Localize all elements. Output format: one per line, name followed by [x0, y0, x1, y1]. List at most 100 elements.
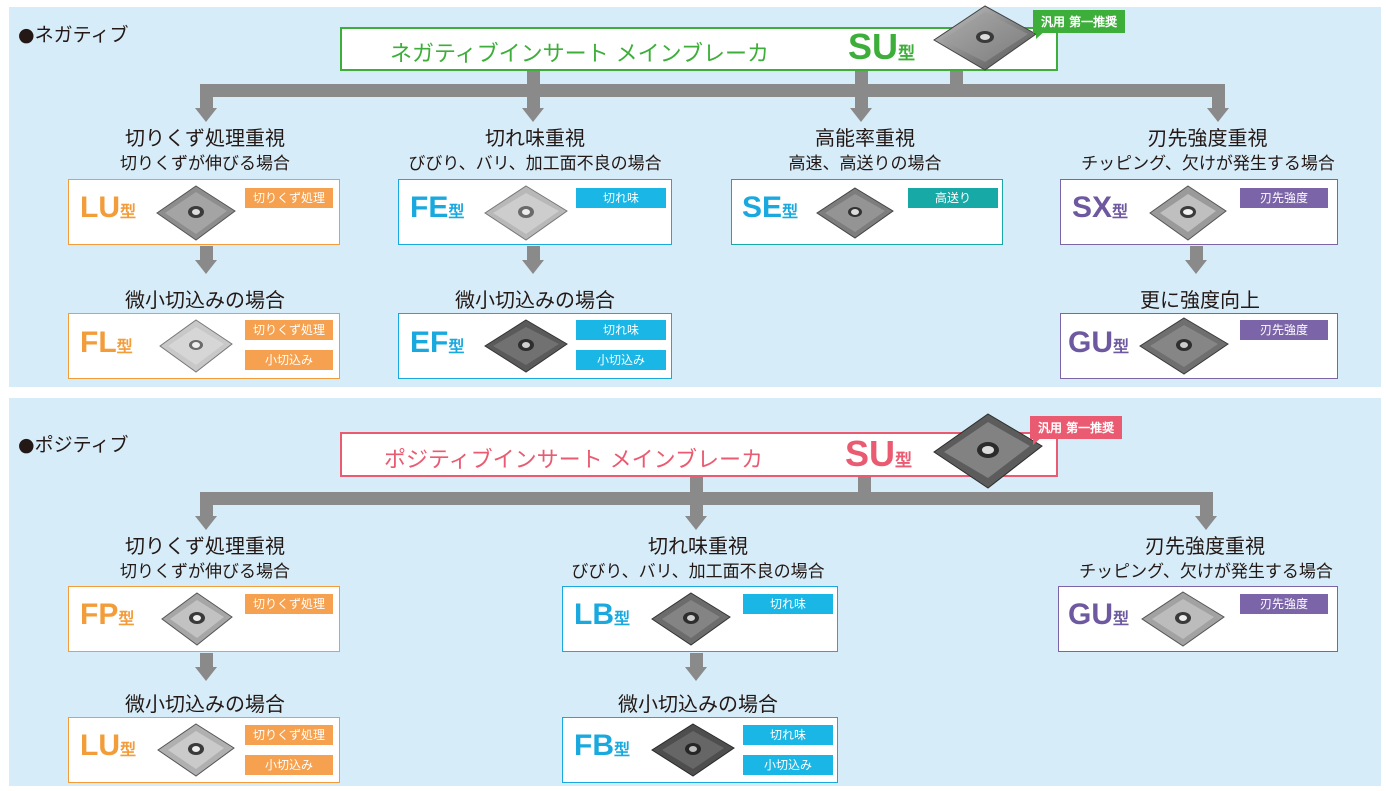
- tag-sharpness: 切れ味: [743, 725, 833, 745]
- col-title: 切れ味重視: [648, 534, 748, 558]
- arrow-down-icon: [685, 516, 707, 530]
- su-positive-insert-image: [933, 413, 1043, 489]
- arrow-down-icon: [1195, 516, 1217, 530]
- sub-title: 更に強度向上: [1140, 288, 1260, 312]
- arrow-down-icon: [1185, 260, 1207, 274]
- arrow-down-icon: [685, 667, 707, 681]
- positive-section-label: ●ポジティブ: [18, 434, 129, 456]
- tag-sharpness: 切れ味: [743, 594, 833, 614]
- se-insert-image: [816, 187, 894, 239]
- connector-drop: [690, 653, 703, 669]
- connector-bar: [200, 492, 1213, 505]
- arrow-down-icon: [195, 667, 217, 681]
- col-subtitle: 切りくずが伸びる場合: [120, 562, 290, 582]
- negative-main-title: ネガティブインサート メインブレーカ: [390, 42, 770, 67]
- arrow-down-icon: [195, 108, 217, 122]
- sub-title: 微小切込みの場合: [455, 288, 615, 312]
- lu-positive-insert-image: [157, 723, 235, 777]
- tag-edge-strength: 刃先強度: [1240, 320, 1328, 340]
- fl-insert-image: [159, 319, 233, 373]
- positive-main-title: ポジティブインサート メインブレーカ: [384, 448, 764, 473]
- tag-edge-strength: 刃先強度: [1240, 594, 1328, 614]
- sub-title: 微小切込みの場合: [125, 288, 285, 312]
- lu-insert-image: [156, 185, 236, 241]
- breaker-code: GU型: [1068, 326, 1130, 359]
- tag-small-depth: 小切込み: [245, 350, 333, 370]
- recommended-badge: 汎用 第一推奨: [1033, 10, 1126, 33]
- su-insert-image: [933, 5, 1037, 71]
- arrow-down-icon: [195, 516, 217, 530]
- tag-high-feed: 高送り: [908, 188, 998, 208]
- connector-bar: [200, 84, 1225, 97]
- fb-insert-image: [651, 723, 735, 777]
- tag-small-depth: 小切込み: [743, 755, 833, 775]
- breaker-code: FL型: [80, 326, 133, 359]
- connector-drop: [855, 84, 868, 110]
- col-title: 切りくず処理重視: [125, 534, 285, 558]
- ef-insert-image: [484, 319, 568, 373]
- connector-drop: [690, 492, 703, 518]
- connector-drop: [527, 246, 540, 262]
- connector-drop: [200, 653, 213, 669]
- negative-section-label: ●ネガティブ: [18, 24, 129, 46]
- col-title: 刃先強度重視: [1147, 126, 1268, 150]
- col-title: 高能率重視: [815, 126, 915, 150]
- col-title: 切りくず処理重視: [125, 126, 285, 150]
- breaker-code: EF型: [410, 326, 465, 359]
- sx-insert-image: [1149, 185, 1227, 241]
- badge-tail: [1036, 30, 1046, 39]
- fe-insert-image: [484, 185, 568, 241]
- col-title: 切れ味重視: [485, 126, 585, 150]
- arrow-down-icon: [1207, 108, 1229, 122]
- col-subtitle: びびり、バリ、加工面不良の場合: [571, 562, 825, 582]
- connector-drop: [527, 84, 540, 110]
- col-subtitle: チッピング、欠けが発生する場合: [1079, 562, 1333, 582]
- fp-insert-image: [161, 592, 233, 646]
- sub-title: 微小切込みの場合: [618, 692, 778, 716]
- sub-title: 微小切込みの場合: [125, 692, 285, 716]
- tag-edge-strength: 刃先強度: [1240, 188, 1328, 208]
- lb-insert-image: [651, 592, 731, 646]
- badge-tail: [1033, 436, 1043, 445]
- arrow-down-icon: [522, 260, 544, 274]
- breaker-code: FE型: [410, 191, 465, 224]
- connector-stem: [950, 70, 963, 97]
- tag-chip-processing: 切りくず処理: [245, 188, 333, 208]
- tag-chip-processing: 切りくず処理: [245, 594, 333, 614]
- breaker-code: FB型: [574, 729, 631, 762]
- breaker-code: LU型: [80, 191, 137, 224]
- connector-drop: [200, 84, 213, 110]
- tag-sharpness: 切れ味: [576, 188, 666, 208]
- col-subtitle: 切りくずが伸びる場合: [120, 154, 290, 174]
- breaker-code: LU型: [80, 729, 137, 762]
- col-subtitle: びびり、バリ、加工面不良の場合: [408, 154, 662, 174]
- breaker-code: SE型: [742, 191, 799, 224]
- col-title: 刃先強度重視: [1145, 534, 1265, 558]
- tag-small-depth: 小切込み: [576, 350, 666, 370]
- tag-small-depth: 小切込み: [245, 755, 333, 775]
- tag-chip-processing: 切りくず処理: [245, 320, 333, 340]
- breaker-code: GU型: [1068, 598, 1130, 631]
- tag-chip-processing: 切りくず処理: [245, 725, 333, 745]
- connector-drop: [200, 492, 213, 518]
- gu-positive-insert-image: [1141, 591, 1225, 647]
- arrow-down-icon: [850, 108, 872, 122]
- positive-main-code: SU型: [845, 433, 913, 474]
- col-subtitle: チッピング、欠けが発生する場合: [1081, 154, 1335, 174]
- negative-main-breaker-box: [340, 27, 1058, 71]
- negative-main-code: SU型: [848, 26, 916, 67]
- recommended-badge: 汎用 第一推奨: [1030, 416, 1123, 439]
- col-subtitle: 高速、高送りの場合: [788, 154, 942, 174]
- connector-drop: [1212, 84, 1225, 110]
- tag-sharpness: 切れ味: [576, 320, 666, 340]
- breaker-code: LB型: [574, 598, 631, 631]
- connector-drop: [1200, 492, 1213, 518]
- arrow-down-icon: [195, 260, 217, 274]
- connector-drop: [1190, 246, 1203, 262]
- gu-insert-image: [1139, 317, 1229, 375]
- connector-stem: [858, 475, 871, 505]
- breaker-code: SX型: [1072, 191, 1129, 224]
- arrow-down-icon: [522, 108, 544, 122]
- breaker-code: FP型: [80, 598, 135, 631]
- connector-drop: [200, 246, 213, 262]
